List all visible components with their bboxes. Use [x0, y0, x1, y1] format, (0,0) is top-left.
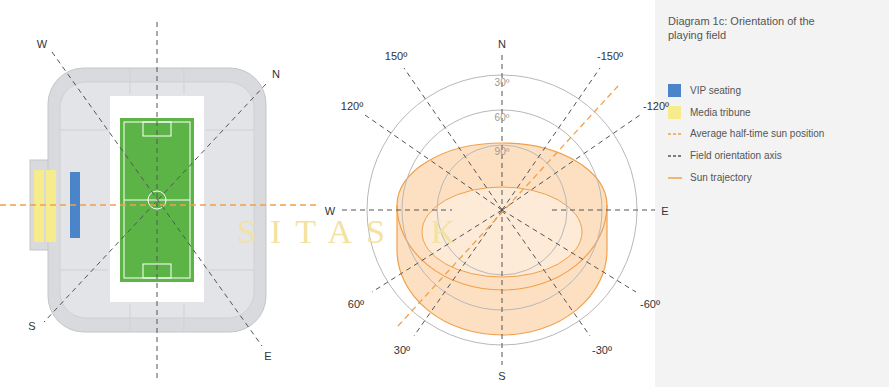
field-axes	[44, 22, 266, 382]
sun-path	[342, 55, 655, 365]
legend-line-sample	[668, 173, 682, 183]
elevation-label: 90º	[495, 147, 510, 157]
compass-letter: N	[272, 69, 280, 80]
legend-item: Media tribune	[668, 106, 751, 119]
sun-position-line	[0, 204, 318, 205]
compass-letter: W	[37, 39, 47, 50]
compass-letter: N	[498, 39, 506, 50]
azimuth-label: 120º	[341, 101, 363, 112]
azimuth-label: 30º	[394, 345, 410, 356]
azimuth-label: 150º	[385, 51, 407, 62]
legend-line-sample	[668, 129, 682, 139]
compass-letter: S	[498, 371, 505, 382]
compass-letter: E	[264, 351, 271, 362]
azimuth-label: 60º	[348, 299, 364, 310]
legend-text: Field orientation axis	[690, 150, 782, 161]
watermark: SITAS	[237, 215, 399, 249]
legend-text: VIP seating	[690, 85, 741, 96]
azimuth-label: -150º	[597, 51, 623, 62]
legend-text: Sun trajectory	[690, 172, 752, 183]
diagram-title: Diagram 1c: Orientation of the playing f…	[668, 14, 818, 43]
stadium-plan	[30, 68, 266, 332]
legend-item: Average half-time sun position	[668, 128, 824, 139]
legend-swatch	[668, 84, 681, 97]
elevation-label: 60º	[495, 113, 510, 123]
compass-letter: E	[661, 206, 668, 217]
azimuth-label: -30º	[592, 345, 612, 356]
legend-line-sample	[668, 151, 682, 161]
watermark: K	[431, 215, 470, 249]
legend-item: Field orientation axis	[668, 150, 782, 161]
legend-item: Sun trajectory	[668, 172, 752, 183]
legend-text: Media tribune	[690, 107, 751, 118]
legend-panel	[655, 0, 889, 387]
legend-text: Average half-time sun position	[690, 128, 824, 139]
elevation-label: 30º	[495, 78, 510, 88]
azimuth-label: -60º	[640, 299, 660, 310]
compass-letter: S	[28, 321, 35, 332]
azimuth-label: -120º	[643, 101, 669, 112]
legend-swatch	[668, 106, 681, 119]
legend-item: VIP seating	[668, 84, 741, 97]
